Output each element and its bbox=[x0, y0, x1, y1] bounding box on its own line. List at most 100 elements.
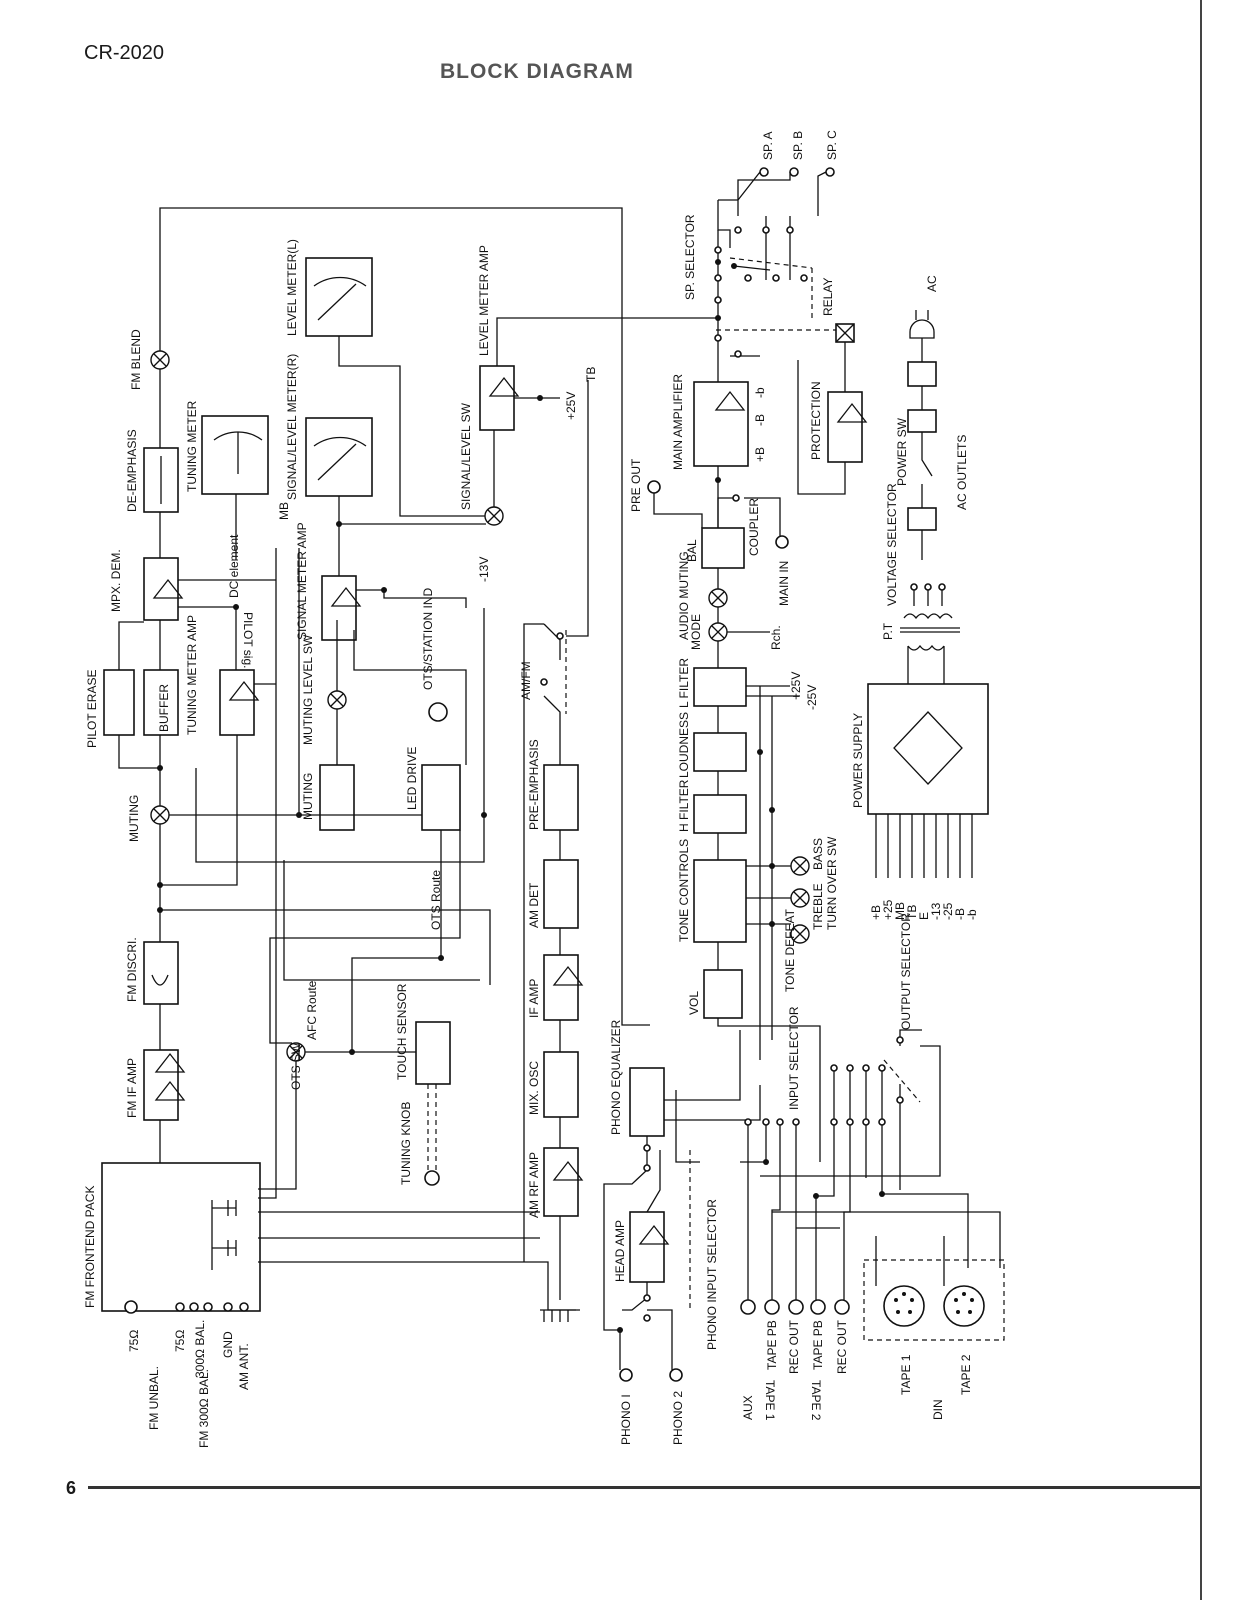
mpx-dem: MPX. DEM. bbox=[109, 549, 183, 621]
phono-wiring bbox=[603, 1030, 761, 1382]
muting-block: MUTING bbox=[301, 764, 355, 831]
pre-out-label: PRE OUT bbox=[629, 458, 643, 512]
tape1-rec-label: REC OUT bbox=[787, 1319, 801, 1374]
muting-block-label: MUTING bbox=[301, 773, 315, 820]
din-tape2-label: TAPE 2 bbox=[959, 1354, 973, 1395]
ots-route-label: OTS Route bbox=[429, 870, 443, 930]
tb-label: TB bbox=[584, 367, 598, 382]
turn-over-sw-label: TURN OVER SW bbox=[825, 836, 839, 930]
tone-controls-label: TONE CONTROLS bbox=[677, 839, 691, 942]
bal: BAL bbox=[685, 527, 745, 569]
din-connectors bbox=[863, 1236, 1005, 1341]
tuning-knob-label: TUNING KNOB bbox=[399, 1102, 413, 1185]
speaker-c-label: SP. C bbox=[825, 130, 839, 160]
mpx-dem-label: MPX. DEM. bbox=[109, 549, 123, 612]
plus-b-label: +B bbox=[753, 447, 767, 462]
rail-e: E bbox=[917, 912, 931, 920]
terminal-300-bal: 300Ω BAL. bbox=[193, 1320, 207, 1378]
signal-level-meter-r-label: SIGNAL/LEVEL METER(R) bbox=[285, 354, 299, 500]
ac-plug: AC bbox=[909, 275, 939, 339]
rail-tb: TB bbox=[905, 905, 919, 920]
model-number: CR-2020 bbox=[84, 42, 165, 64]
phono-1-label: PHONO I bbox=[619, 1394, 633, 1445]
fm-frontend-label: FM FRONTEND PACK bbox=[83, 1186, 97, 1308]
fm-if-amp-label: FM IF AMP bbox=[125, 1058, 139, 1118]
muting-mixer: MUTING bbox=[127, 795, 170, 842]
aux-label: AUX bbox=[741, 1395, 755, 1420]
am-det: AM DET bbox=[527, 859, 579, 929]
speaker-a-label: SP. A bbox=[761, 132, 775, 160]
level-meter-amp-label: LEVEL METER AMP bbox=[477, 245, 491, 356]
audio-muting-label: AUDIO MUTING bbox=[677, 551, 691, 640]
tape1-group-label: TAPE 1 bbox=[763, 1380, 777, 1421]
de-emphasis: DE-EMPHASIS bbox=[125, 429, 179, 513]
ac-label: AC bbox=[925, 275, 939, 292]
am-det-label: AM DET bbox=[527, 882, 541, 928]
speaker-b-label: SP. B bbox=[791, 131, 805, 160]
signal-level-sw: SIGNAL/LEVEL SW bbox=[459, 402, 504, 526]
ots-station-ind-label: OTS/STATION IND bbox=[421, 587, 435, 690]
muting-level-sw: MUTING LEVEL SW bbox=[301, 634, 347, 745]
page-edge bbox=[1200, 0, 1202, 1600]
selector-wiring bbox=[740, 1029, 1001, 1300]
led-drive: LED DRIVE bbox=[405, 747, 461, 831]
vol: VOL bbox=[687, 969, 743, 1019]
din-tape1-label: TAPE 1 bbox=[899, 1354, 913, 1395]
label-fm-300-bal: FM 300Ω BAL. bbox=[197, 1369, 211, 1448]
pt-label: P.T bbox=[881, 622, 895, 640]
label-fm-unbal: FM UNBAL. bbox=[147, 1366, 161, 1430]
terminal-am-ant: AM ANT. bbox=[237, 1343, 251, 1390]
footer-rule bbox=[88, 1486, 1200, 1489]
power-rails: +B +25 MB TB E -13 -25 -B -b bbox=[869, 814, 979, 920]
terminal-gnd: GND bbox=[221, 1331, 235, 1358]
rail-minus-b-small: -b bbox=[965, 909, 979, 920]
tape2-pb-label: TAPE PB bbox=[811, 1320, 825, 1370]
de-emphasis-label: DE-EMPHASIS bbox=[125, 429, 139, 512]
pilot-erase-label: PILOT ERASE bbox=[85, 670, 99, 748]
ac-outlets-label: AC OUTLETS bbox=[955, 435, 969, 510]
relay-label: RELAY bbox=[821, 278, 835, 316]
plus25v-label: +25V bbox=[564, 392, 578, 420]
signal-meter-amp: SIGNAL METER AMP bbox=[295, 522, 361, 641]
power-sw-label: POWER SW bbox=[895, 417, 909, 486]
tape2-rec-label: REC OUT bbox=[835, 1319, 849, 1374]
tape1-pb-label: TAPE PB bbox=[765, 1320, 779, 1370]
afc-ots-sw: AFC Route OTS SW bbox=[286, 980, 319, 1090]
level-meter-amp: LEVEL METER AMP bbox=[477, 245, 519, 431]
phono-equalizer: PHONO EQUALIZER bbox=[609, 1019, 665, 1137]
tape2-group-label: TAPE 2 bbox=[809, 1380, 823, 1421]
plus25v-preamp: +25V bbox=[789, 672, 803, 700]
fm-blend-mixer: FM BLEND bbox=[129, 329, 170, 390]
voltage-selector-label: VOLTAGE SELECTOR bbox=[885, 483, 899, 606]
voltage-selector: VOLTAGE SELECTOR bbox=[885, 483, 946, 606]
led-drive-label: LED DRIVE bbox=[405, 747, 419, 810]
power-supply: POWER SUPPLY bbox=[851, 683, 989, 815]
am-fm-switch bbox=[523, 380, 589, 1300]
tone-defeat-label: TONE DEFEAT bbox=[783, 908, 797, 992]
phono-input-selector-label: PHONO INPUT SELECTOR bbox=[705, 1199, 719, 1350]
pre-emphasis-label: PRE-EMPHASIS bbox=[527, 739, 541, 830]
page-title: BLOCK DIAGRAM bbox=[440, 60, 634, 83]
main-in-label: MAIN IN bbox=[777, 561, 791, 606]
main-amplifier: MAIN AMPLIFIER +B -B -b bbox=[671, 374, 767, 470]
touch-sensor-label: TOUCH SENSOR bbox=[395, 983, 409, 1080]
mix-osc: MIX. OSC bbox=[527, 1051, 579, 1118]
mix-osc-label: MIX. OSC bbox=[527, 1061, 541, 1115]
tuning-meter: TUNING METER bbox=[185, 400, 269, 495]
l-filter: L FILTER bbox=[677, 658, 747, 708]
if-amp: IF AMP bbox=[527, 954, 583, 1021]
sp-selector-label: SP. SELECTOR bbox=[683, 214, 697, 300]
power-transformer: P.T bbox=[881, 613, 960, 684]
am-rf-amp: AM RF AMP bbox=[527, 1147, 583, 1218]
coupler-label: COUPLER bbox=[747, 498, 761, 556]
fm-if-amp: FM IF AMP bbox=[125, 1049, 185, 1121]
h-filter: H FILTER bbox=[677, 779, 747, 834]
buffer-label: BUFFER bbox=[157, 684, 171, 732]
tape-jacks bbox=[740, 1299, 850, 1315]
muting-level-sw-label: MUTING LEVEL SW bbox=[301, 634, 315, 745]
relay: RELAY bbox=[797, 278, 855, 495]
sp-selector: SP. SELECTOR bbox=[683, 214, 836, 331]
protection: PROTECTION bbox=[809, 381, 867, 463]
audio-muting-mixer: AUDIO MUTING bbox=[677, 551, 728, 640]
